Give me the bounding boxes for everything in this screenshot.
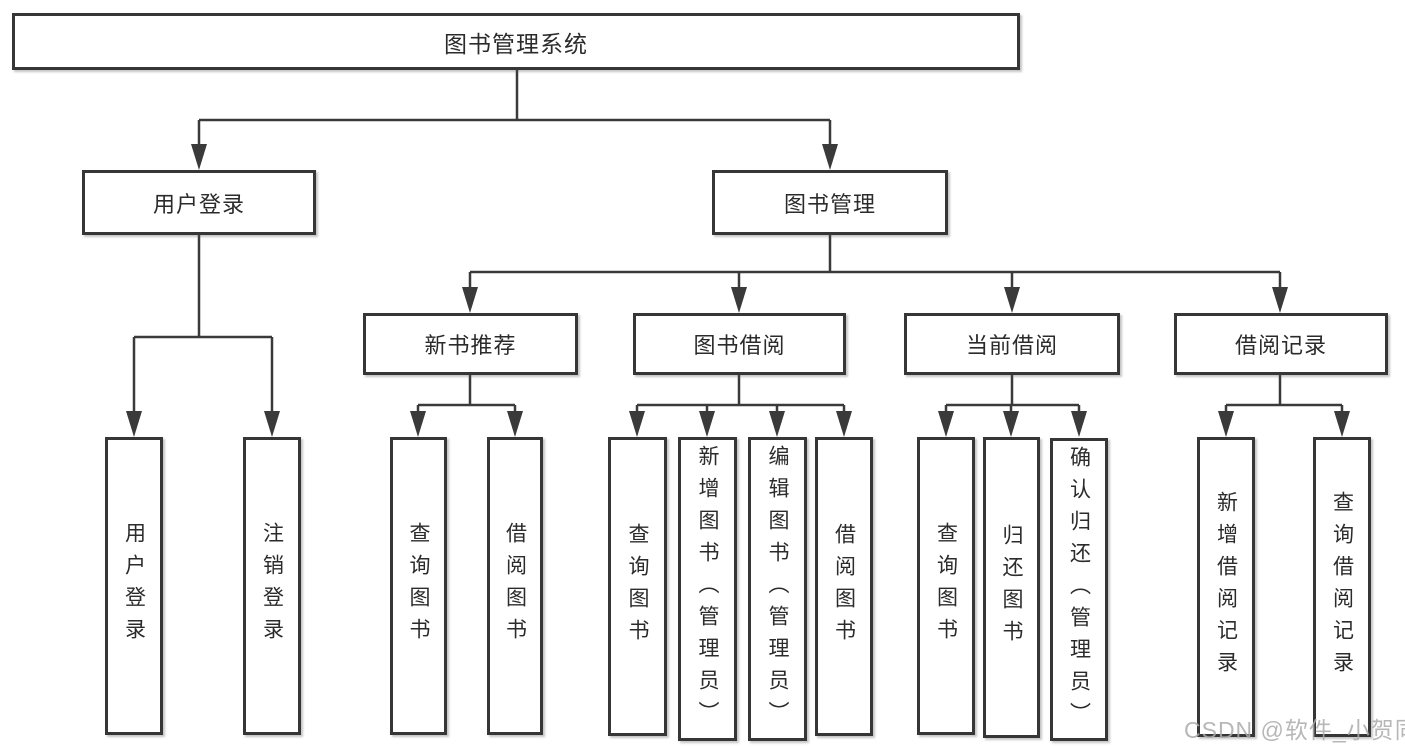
node-label: 编辑图书（管理员） [766,445,789,733]
leaf-query-books-recommend: 查询图书 [390,437,447,735]
node-label: 新增图书（管理员） [696,445,719,733]
leaf-query-books-borrowing: 查询图书 [608,437,667,736]
leaf-edit-books-admin: 编辑图书（管理员） [748,437,807,741]
leaf-add-borrow-record: 新增借阅记录 [1197,437,1255,737]
node-borrowing-records: 借阅记录 [1174,313,1388,375]
node-label: 用户登录 [152,191,245,217]
node-label: 图书借阅 [693,333,786,358]
node-book-borrowing: 图书借阅 [633,313,846,375]
csdn-watermark: CSDN @软件_小贺同学 [1184,717,1405,743]
node-label: 查询借阅记录 [1330,491,1354,683]
node-user-login: 用户登录 [82,170,316,235]
leaf-borrow-books-recommend: 借阅图书 [487,437,543,735]
node-label: 查询图书 [934,522,958,650]
connector-segments [132,70,1344,413]
node-label: 借阅图书 [832,522,856,651]
node-label: 用户登录 [122,522,146,650]
leaf-query-books-current: 查询图书 [917,437,975,735]
leaf-confirm-return-admin: 确认归还（管理员） [1050,438,1108,741]
leaf-logout: 注销登录 [243,437,301,735]
node-label: 当前借阅 [965,333,1058,358]
node-label: 借阅图书 [503,522,527,650]
node-label: 新书推荐 [424,333,517,358]
leaf-query-borrow-record: 查询借阅记录 [1313,437,1371,737]
node-root: 图书管理系统 [12,13,1020,70]
arrowheads [126,144,1350,437]
leaf-borrow-books: 借阅图书 [815,437,873,736]
node-label: 确认归还（管理员） [1067,445,1091,734]
node-label: 归还图书 [1000,523,1023,652]
node-label: 新增借阅记录 [1214,491,1238,683]
node-label: 借阅记录 [1234,333,1327,358]
node-label: 查询图书 [626,522,649,651]
node-label: 图书管理 [783,191,876,217]
leaf-return-books: 归还图书 [983,437,1040,738]
leaf-add-books-admin: 新增图书（管理员） [678,437,737,741]
node-current-borrowing: 当前借阅 [904,313,1120,375]
node-label: 注销登录 [260,522,284,650]
leaf-user-login: 用户登录 [105,437,163,735]
node-label: 查询图书 [407,522,430,650]
node-label: 图书管理系统 [444,30,588,57]
node-new-book-recommend: 新书推荐 [363,313,578,375]
node-book-management: 图书管理 [712,170,948,235]
